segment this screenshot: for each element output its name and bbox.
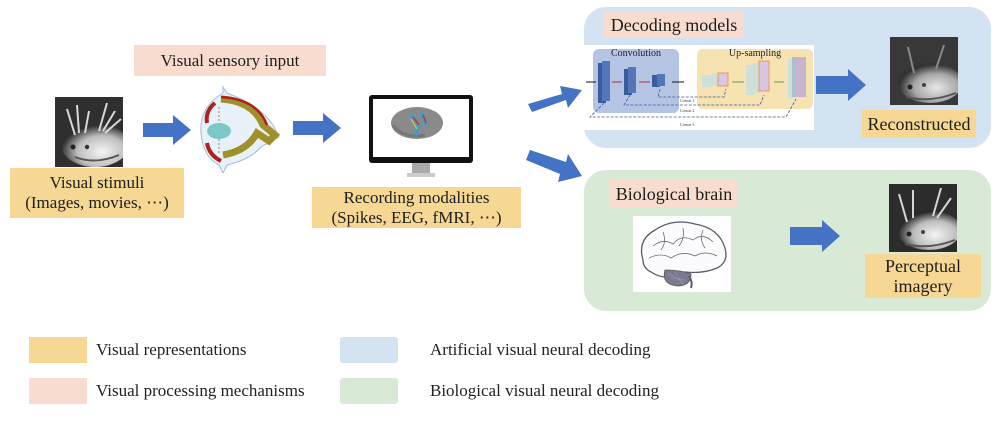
perceptual-image [889, 184, 957, 252]
legend-label-representations: Visual representations [96, 340, 247, 359]
reconstructed-label-text: Reconstructed [867, 114, 971, 134]
visual-sensory-input-label: Visual sensory input [134, 45, 326, 76]
axolotl-image-icon [55, 97, 123, 167]
network-diagram: Convolution Up-sampling Concat 1 Concat … [584, 45, 814, 130]
legend-swatch-artificial [340, 337, 398, 363]
monitor-brain-scan-icon [369, 95, 473, 177]
skip-label-3: Concat 3 [680, 122, 695, 127]
legend-swatch-mechanisms [29, 378, 87, 404]
axolotl-image-icon [889, 184, 957, 252]
visual-stimuli-label: Visual stimuli (Images, movies, ⋯) [10, 168, 184, 218]
arrow-up-right-icon [528, 86, 582, 112]
arrow-down-right-icon [526, 150, 582, 182]
perceptual-imagery-line1: Perceptual [885, 256, 961, 276]
arrow-right-icon [816, 69, 866, 101]
legend-label-artificial: Artificial visual neural decoding [430, 340, 651, 359]
biological-brain-title: Biological brain [610, 180, 738, 207]
axolotl-image-icon [890, 37, 958, 105]
skip-label-1: Concat 1 [680, 98, 695, 103]
stimulus-image [55, 97, 123, 167]
reconstructed-image [890, 37, 958, 105]
visual-stimuli-subtitle: (Images, movies, ⋯) [25, 193, 169, 212]
recording-modalities-label: Recording modalities (Spikes, EEG, fMRI,… [312, 187, 521, 228]
arrow-right-icon [143, 115, 191, 145]
visual-sensory-input-text: Visual sensory input [160, 50, 300, 70]
reconstructed-label: Reconstructed [862, 110, 976, 138]
eye-diagram-icon [200, 85, 281, 173]
unet-layers-icon [586, 57, 806, 118]
upsampling-label: Up-sampling [728, 48, 782, 59]
legend-label-mechanisms: Visual processing mechanisms [96, 381, 305, 400]
legend-swatch-biological [340, 378, 398, 404]
skip-label-2: Concat 2 [680, 108, 695, 113]
recording-modalities-title: Recording modalities [343, 187, 490, 207]
visual-stimuli-title: Visual stimuli [49, 173, 145, 192]
biological-brain-title-text: Biological brain [615, 183, 733, 204]
perceptual-imagery-label: Perceptual imagery [865, 254, 981, 298]
perceptual-imagery-line2: imagery [893, 276, 953, 296]
legend-label-biological: Biological visual neural decoding [430, 381, 659, 400]
decoding-models-title: Decoding models [604, 12, 744, 38]
brain-illustration-icon [633, 216, 731, 292]
arrow-right-icon [790, 220, 840, 252]
convolution-label: Convolution [610, 48, 661, 59]
recording-modalities-subtitle: (Spikes, EEG, fMRI, ⋯) [331, 207, 502, 227]
decoding-models-title-text: Decoding models [610, 15, 738, 35]
arrow-right-icon [293, 113, 341, 143]
legend-swatch-representations [29, 337, 87, 363]
